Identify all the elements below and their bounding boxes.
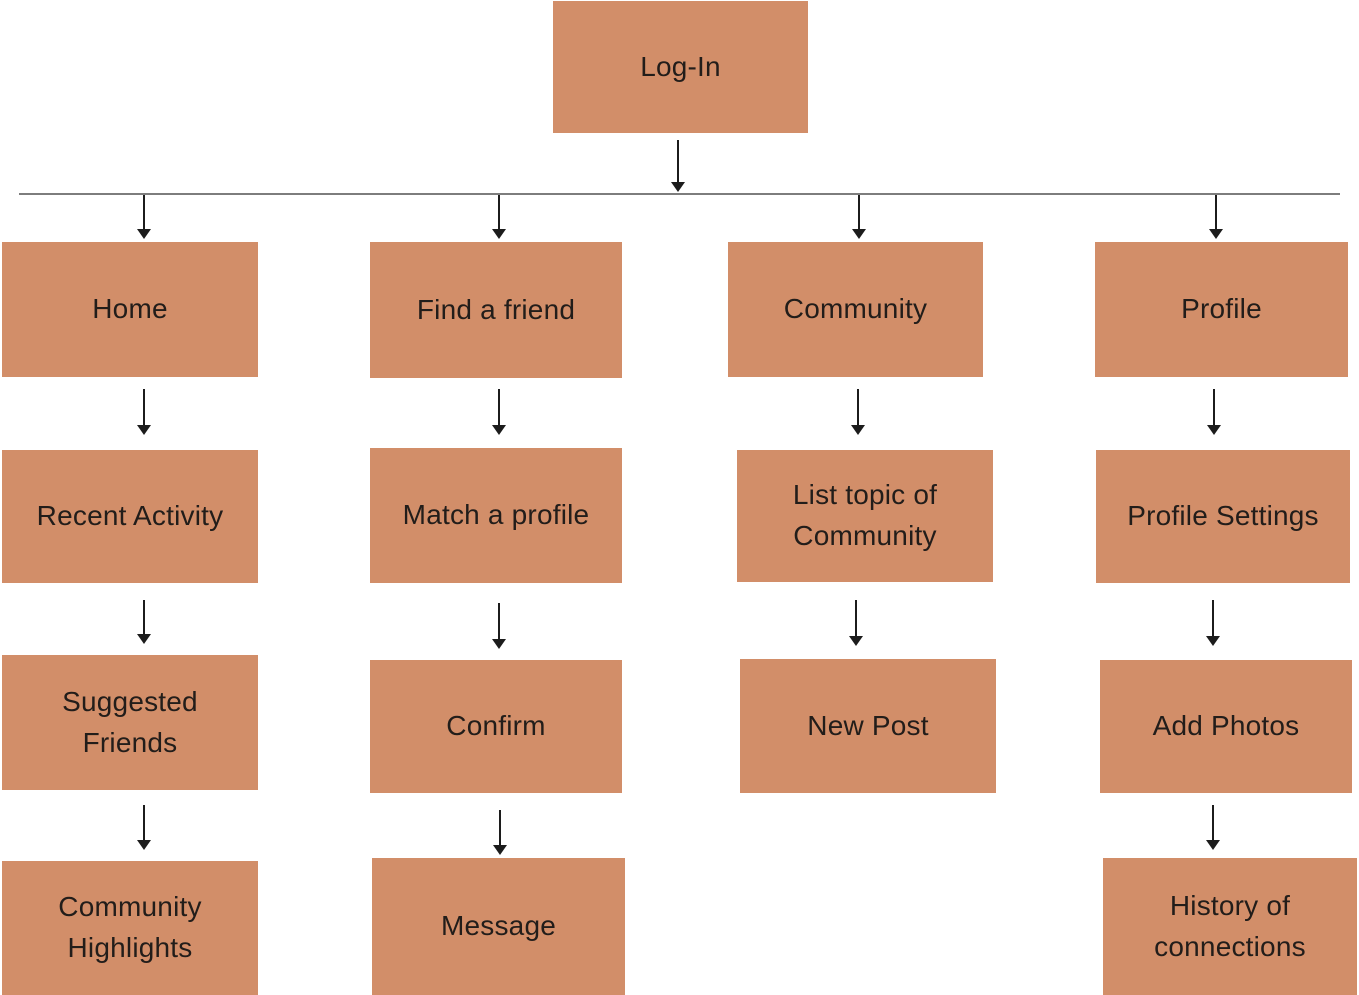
arrow-head-icon xyxy=(493,845,507,855)
arrow-match-a-profile-to-confirm-icon xyxy=(492,603,506,649)
arrow-shaft xyxy=(498,389,500,426)
arrow-shaft xyxy=(855,600,857,637)
arrow-head-icon xyxy=(137,425,151,435)
arrow-login-to-branches-icon xyxy=(671,140,685,192)
branch-connector-line xyxy=(19,193,1340,195)
node-add-photos: Add Photos xyxy=(1100,660,1352,793)
arrow-head-icon xyxy=(1209,229,1223,239)
arrow-head-icon xyxy=(492,639,506,649)
node-new-post: New Post xyxy=(740,659,996,793)
arrow-branch-community-icon xyxy=(852,195,866,239)
arrow-branch-profile-icon xyxy=(1209,195,1223,239)
arrow-profile-to-profile-settings-icon xyxy=(1207,389,1221,435)
node-profile-settings: Profile Settings xyxy=(1096,450,1350,583)
arrow-shaft xyxy=(143,389,145,426)
arrow-suggested-friends-to-community-highlights-icon xyxy=(137,805,151,850)
arrow-community-to-list-topic-icon xyxy=(851,389,865,435)
arrow-list-topic-to-new-post-icon xyxy=(849,600,863,646)
arrow-head-icon xyxy=(1206,636,1220,646)
arrow-shaft xyxy=(143,195,145,230)
arrow-home-to-recent-activity-icon xyxy=(137,389,151,435)
arrow-head-icon xyxy=(852,229,866,239)
arrow-shaft xyxy=(858,195,860,230)
arrow-branch-find-a-friend-icon xyxy=(492,195,506,239)
node-home: Home xyxy=(2,242,258,377)
node-recent-activity: Recent Activity xyxy=(2,450,258,583)
arrow-head-icon xyxy=(1207,425,1221,435)
arrow-head-icon xyxy=(1206,840,1220,850)
node-history-of-connections: History of connections xyxy=(1103,858,1357,995)
arrow-head-icon xyxy=(671,182,685,192)
node-suggested-friends: Suggested Friends xyxy=(2,655,258,790)
arrow-head-icon xyxy=(849,636,863,646)
node-find-a-friend: Find a friend xyxy=(370,242,622,378)
arrow-shaft xyxy=(677,140,679,183)
arrow-profile-settings-to-add-photos-icon xyxy=(1206,600,1220,646)
arrow-shaft xyxy=(143,805,145,841)
arrow-head-icon xyxy=(137,634,151,644)
arrow-head-icon xyxy=(851,425,865,435)
node-match-a-profile: Match a profile xyxy=(370,448,622,583)
arrow-shaft xyxy=(498,603,500,640)
arrow-confirm-to-message-icon xyxy=(493,810,507,855)
node-community-highlights: Community Highlights xyxy=(2,861,258,995)
node-profile: Profile xyxy=(1095,242,1348,377)
arrow-head-icon xyxy=(137,229,151,239)
arrow-shaft xyxy=(857,389,859,426)
node-log-in: Log-In xyxy=(553,1,808,133)
arrow-shaft xyxy=(1212,600,1214,637)
node-community: Community xyxy=(728,242,983,377)
node-list-topic-of-community: List topic of Community xyxy=(737,450,993,582)
node-confirm: Confirm xyxy=(370,660,622,793)
arrow-shaft xyxy=(498,195,500,230)
arrow-head-icon xyxy=(492,229,506,239)
arrow-shaft xyxy=(1215,195,1217,230)
node-message: Message xyxy=(372,858,625,995)
arrow-shaft xyxy=(143,600,145,635)
arrow-head-icon xyxy=(137,840,151,850)
arrow-add-photos-to-history-icon xyxy=(1206,805,1220,850)
arrow-shaft xyxy=(1212,805,1214,841)
arrow-recent-activity-to-suggested-friends-icon xyxy=(137,600,151,644)
arrow-branch-home-icon xyxy=(137,195,151,239)
arrow-find-a-friend-to-match-a-profile-icon xyxy=(492,389,506,435)
arrow-head-icon xyxy=(492,425,506,435)
arrow-shaft xyxy=(499,810,501,846)
arrow-shaft xyxy=(1213,389,1215,426)
